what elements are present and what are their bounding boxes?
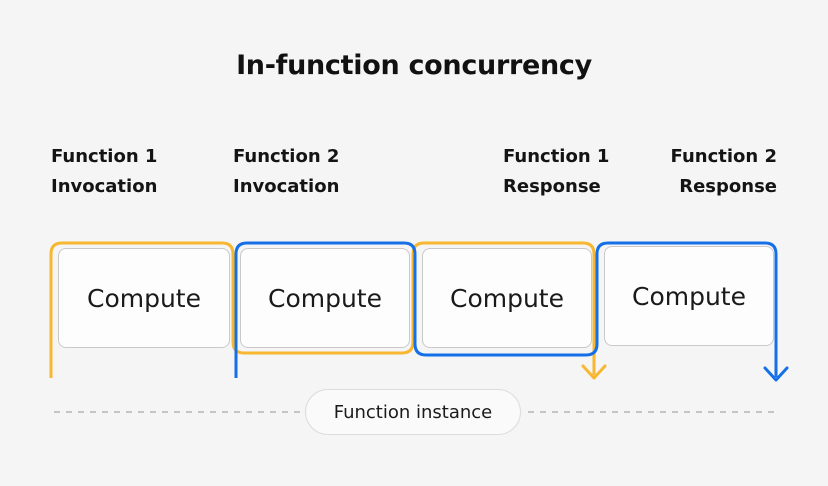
function1-response-label: Function 1 Response bbox=[503, 142, 609, 202]
compute-box-1: Compute bbox=[58, 248, 230, 348]
function2-response-label-line2: Response bbox=[679, 176, 777, 197]
function2-response-arrowhead bbox=[763, 366, 789, 382]
function2-invocation-label: Function 2 Invocation bbox=[233, 142, 339, 202]
function1-flow-line bbox=[49, 241, 596, 378]
function2-invocation-label-line2: Invocation bbox=[233, 176, 340, 197]
function2-flow-line bbox=[234, 241, 778, 378]
function-instance-pill: Function instance bbox=[305, 389, 521, 435]
function1-response-label-line1: Function 1 bbox=[503, 146, 610, 167]
compute-box-2: Compute bbox=[240, 248, 410, 348]
diagram-title: In-function concurrency bbox=[236, 50, 592, 81]
compute-box-3: Compute bbox=[422, 248, 592, 348]
function1-invocation-label-line2: Invocation bbox=[51, 176, 158, 197]
function2-invocation-label-line1: Function 2 bbox=[233, 146, 340, 167]
function2-response-label: Function 2 Response bbox=[671, 142, 777, 202]
function1-invocation-label: Function 1 Invocation bbox=[51, 142, 157, 202]
function1-response-label-line2: Response bbox=[503, 176, 601, 197]
function1-invocation-label-line1: Function 1 bbox=[51, 146, 158, 167]
function2-response-label-line1: Function 2 bbox=[670, 146, 777, 167]
function1-response-arrowhead bbox=[581, 364, 607, 380]
compute-box-4: Compute bbox=[604, 246, 774, 346]
